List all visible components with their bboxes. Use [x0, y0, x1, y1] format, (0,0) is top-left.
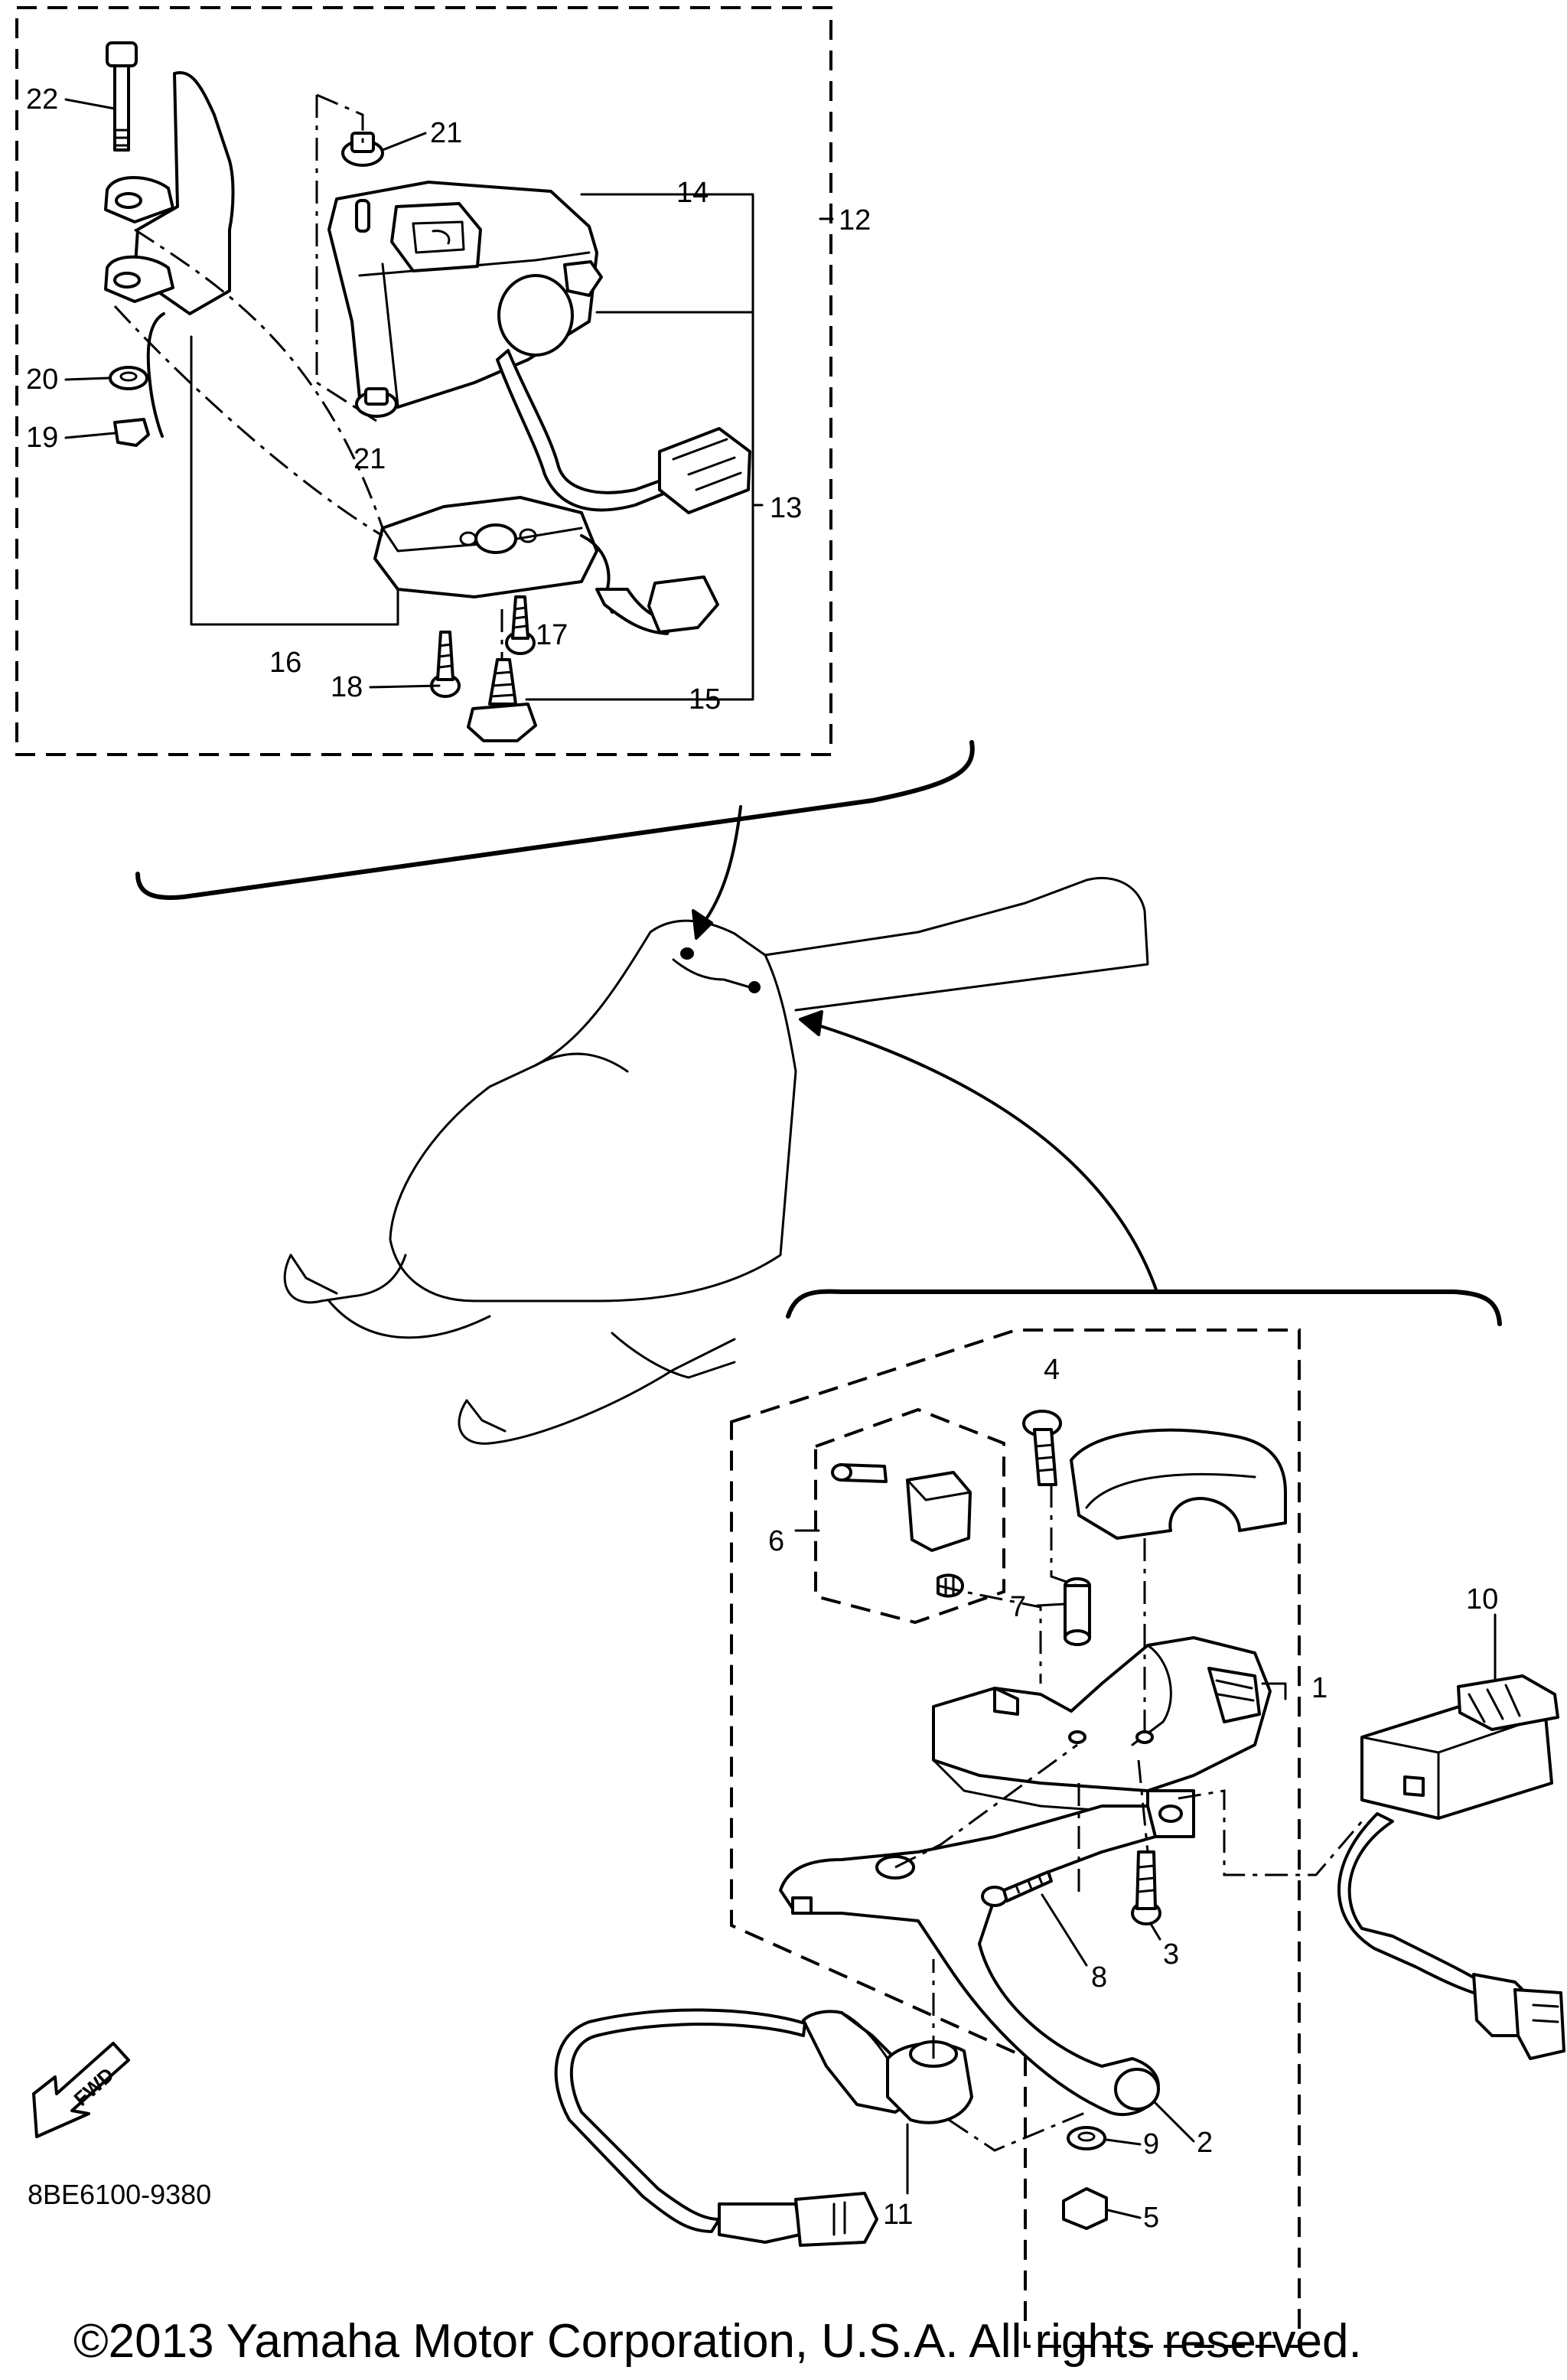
switch-connector-part: [658, 427, 751, 514]
arrow-to-handlebar-upper: [701, 805, 742, 926]
cover-part: [1070, 1428, 1287, 1540]
arrow-to-handlebar-lower: [817, 1024, 1158, 1293]
screw-18-part: [430, 631, 461, 698]
controller-box-part: [1360, 1674, 1559, 1820]
diagram-code: 8BE6100-9380: [28, 2179, 211, 2210]
screw-4-part: [1022, 1410, 1062, 1486]
upper-inset-border: [15, 6, 832, 756]
callout-15: 15: [689, 683, 721, 716]
group-15-bracket: [525, 504, 754, 701]
callout-8: 8: [1091, 1961, 1107, 1994]
callout-2: 2: [1197, 2127, 1213, 2159]
fwd-arrow-icon: FWD: [32, 2042, 130, 2138]
callout-12: 12: [839, 204, 871, 236]
lower-inset-group: [554, 1329, 1363, 2348]
callout-21a: 21: [430, 117, 462, 149]
nut-5-part: [1062, 2187, 1108, 2230]
lower-callout-arc: [786, 1289, 1502, 1326]
bolt-15-part: [467, 658, 537, 742]
callout-4: 4: [1044, 1354, 1060, 1386]
snowmobile-outline: [283, 876, 1149, 1445]
upper-callout-arc: [135, 740, 975, 900]
sensor-connector-part: [718, 2192, 878, 2247]
group-16-bracket: [190, 335, 399, 626]
callout-20: 20: [26, 364, 58, 396]
washer-9-part: [1067, 2126, 1106, 2150]
throttle-housing-part: [932, 1636, 1272, 1838]
screw-3-part: [1131, 1850, 1161, 1925]
switch-housing-part: [327, 181, 603, 409]
callout-22: 22: [26, 83, 58, 116]
callout-14: 14: [676, 177, 709, 209]
callout-1: 1: [1311, 1672, 1328, 1704]
callout-7: 7: [1010, 1591, 1026, 1623]
washer-20-part: [109, 366, 148, 390]
screw-21b-part: [355, 387, 398, 418]
switch-base-part: [373, 496, 614, 614]
throttle-sensor-part: [802, 2010, 973, 2124]
callout-17: 17: [536, 619, 568, 651]
switch-wire: [496, 349, 675, 512]
group-6-border: [814, 1407, 1005, 1625]
callout-5: 5: [1143, 2202, 1159, 2234]
controller-cable: [1337, 1812, 1483, 1996]
callout-3: 3: [1163, 1938, 1179, 1971]
group-13-bracket: [751, 311, 764, 507]
pin-7-part: [1064, 1577, 1091, 1646]
callout-6: 6: [768, 1525, 784, 1557]
sensor-cable: [554, 2008, 806, 2233]
callout-16: 16: [269, 647, 301, 679]
callout-10: 10: [1466, 1583, 1498, 1615]
controller-connector-part: [1472, 1973, 1565, 2060]
lower-inset-border: [730, 1329, 1301, 2348]
screw-8-part: [981, 1870, 1053, 1907]
upper-inset-group: [15, 6, 834, 756]
group-14-bracket: [580, 193, 754, 314]
callout-19: 19: [26, 422, 58, 454]
nut-19-part: [113, 418, 150, 447]
bracket-part: [104, 70, 235, 438]
bolt-22-part: [106, 41, 138, 152]
callout-18: 18: [331, 671, 363, 703]
base-connector-part: [595, 575, 719, 635]
callout-21b: 21: [353, 443, 386, 475]
plunger-6-part: [831, 1463, 972, 1598]
screw-17-part: [505, 595, 536, 655]
callout-13: 13: [770, 492, 802, 524]
copyright-notice: ©2013 Yamaha Motor Corporation, U.S.A. A…: [73, 2315, 1362, 2368]
callout-11: 11: [883, 2199, 913, 2231]
callout-9: 9: [1143, 2128, 1159, 2160]
throttle-lever-part: [779, 1805, 1160, 2117]
